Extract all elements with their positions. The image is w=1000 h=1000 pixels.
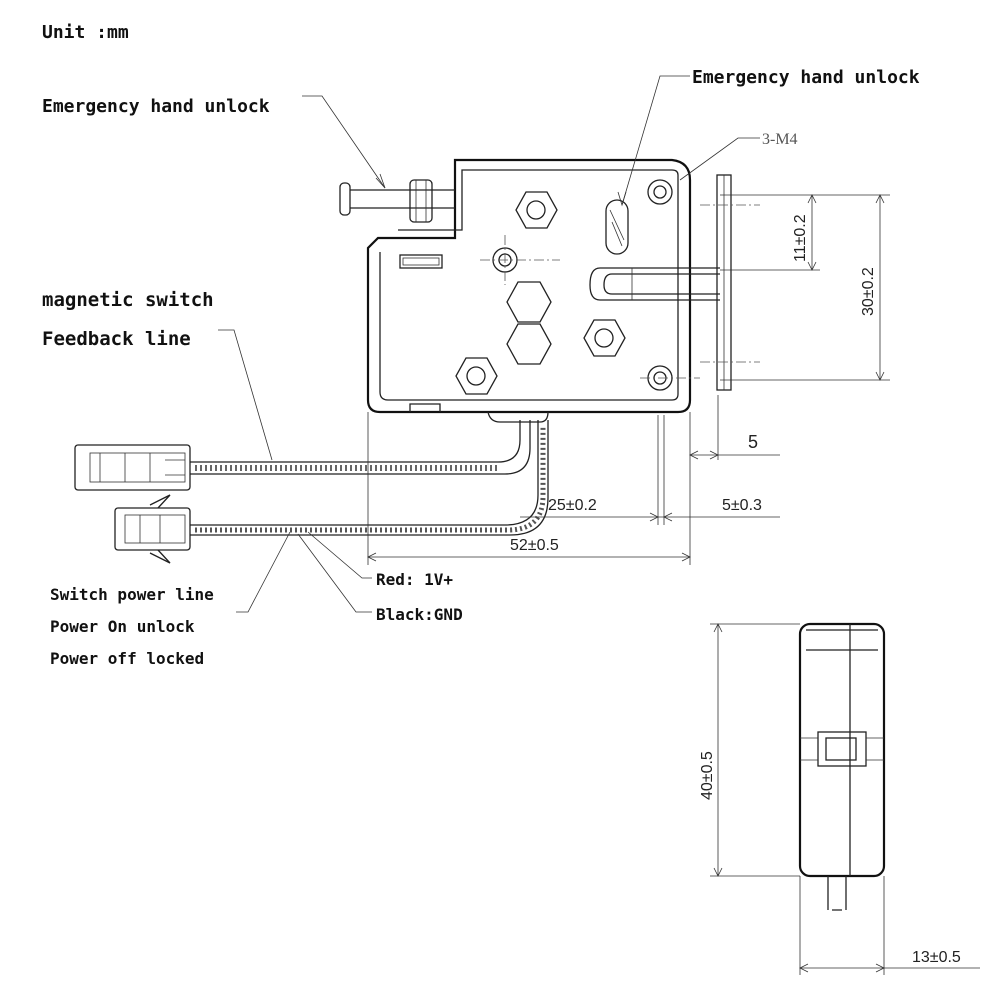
mount-hole-top (647, 179, 673, 205)
hand-unlock-pin (339, 179, 455, 223)
hex-nut-right (583, 319, 626, 357)
switch-power-line-label: Switch power line (50, 585, 214, 604)
connector-bottom (114, 494, 191, 564)
dim-52: 52±0.5 (510, 537, 559, 554)
dim-13: 13±0.5 (912, 949, 961, 966)
unlock-slot (605, 199, 629, 255)
hex-nut-top (515, 191, 558, 229)
hex-nut-bottom-left (455, 357, 498, 395)
dim-5-03: 5±0.3 (722, 497, 762, 514)
screw-spec-label: 3-M4 (762, 131, 798, 148)
power-off-label: Power off locked (50, 649, 204, 668)
red-wire-label: Red: 1V+ (376, 570, 453, 589)
magnetic-switch-label: magnetic switch (42, 289, 214, 311)
coil-hexagons (506, 281, 552, 365)
unit-label: Unit :mm (42, 22, 129, 43)
dim-11: 11±0.2 (792, 214, 809, 262)
black-wire-label: Black:GND (376, 605, 463, 624)
lock-body (366, 158, 692, 423)
dim-25: 25±0.2 (548, 497, 597, 514)
power-on-label: Power On unlock (50, 617, 195, 636)
power-wire (190, 420, 549, 536)
side-view-body (798, 622, 886, 911)
center-bolt (480, 235, 560, 285)
hand-unlock-right-label: Emergency hand unlock (692, 67, 920, 88)
dim-40: 40±0.5 (699, 751, 716, 800)
mount-hole-bottom (640, 365, 700, 391)
feedback-line-label: Feedback line (42, 328, 191, 350)
hand-unlock-left-label: Emergency hand unlock (42, 96, 270, 117)
latch-bolt (589, 267, 720, 301)
leader-lines (218, 75, 760, 613)
dimension-lines (367, 194, 980, 975)
dim-5: 5 (748, 432, 758, 452)
dim-30: 30±0.2 (860, 267, 877, 316)
feedback-wire (190, 420, 531, 475)
connector-top (74, 444, 191, 491)
side-flange (700, 174, 760, 391)
